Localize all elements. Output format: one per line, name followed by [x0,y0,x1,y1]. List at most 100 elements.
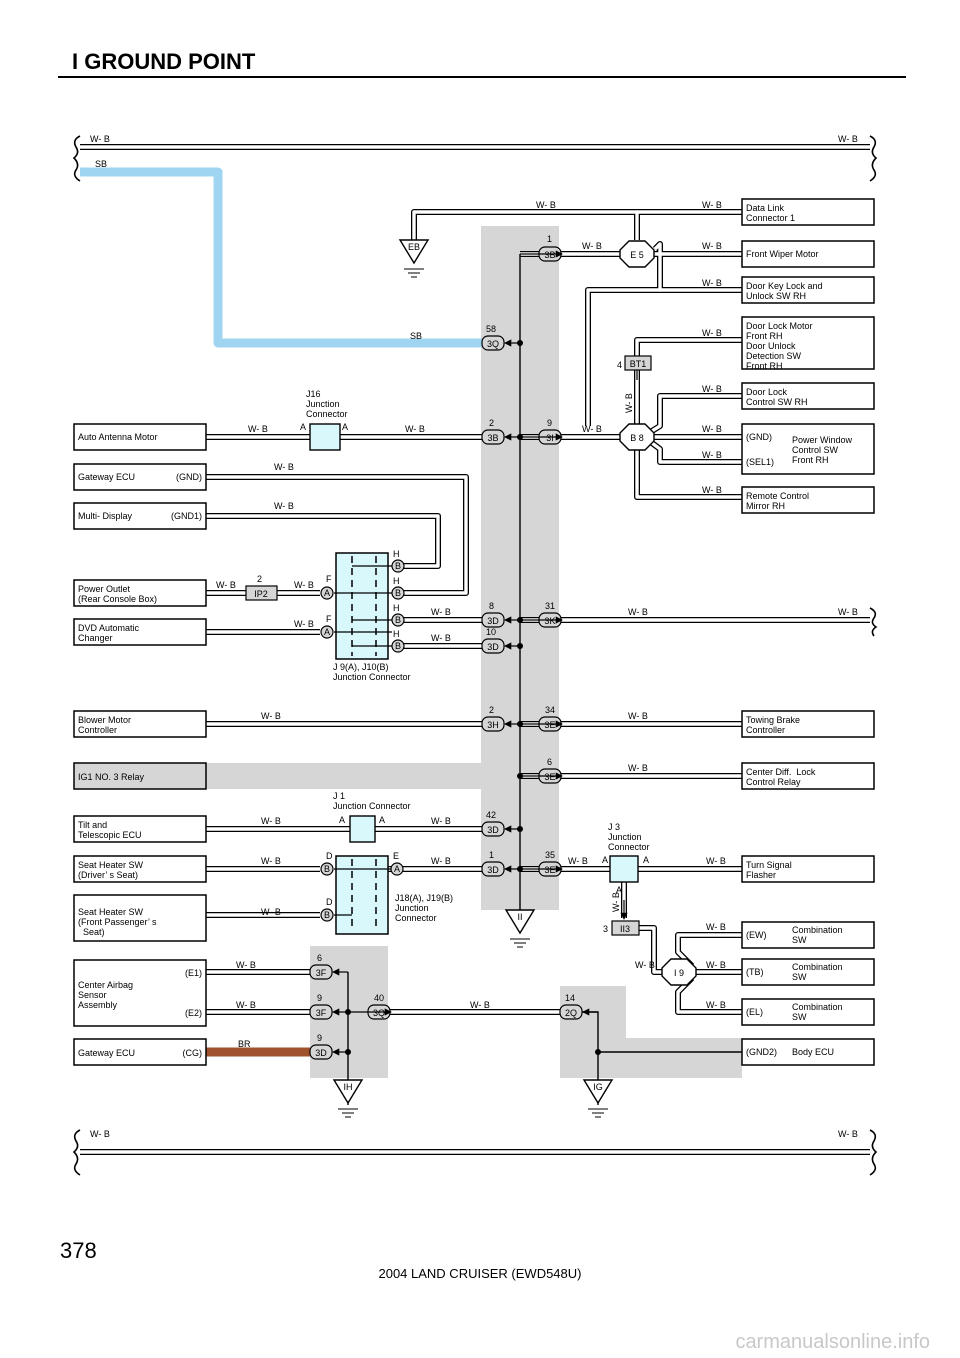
svg-text:W- B: W- B [702,384,722,394]
svg-text:W- B: W- B [611,892,621,912]
conn-3d-10: 3D [487,642,499,652]
svg-text:W- B: W- B [628,763,648,773]
conn-3d-8: 3D [487,616,499,626]
svg-text:IH: IH [344,1082,353,1092]
j18-label-1: J18(A), J19(B) [395,893,453,903]
door-lock-motor-label-3: Door Unlock [746,341,796,351]
svg-text:4: 4 [617,360,622,370]
comb-el-pin: (EL) [746,1007,763,1017]
ground-ig-icon: IG [582,1079,614,1118]
svg-text:A: A [324,588,330,598]
multi-display-label: Multi- Display [78,511,133,521]
svg-text:58: 58 [486,324,496,334]
continuation-braces [72,135,878,1176]
svg-text:W- B: W- B [274,462,294,472]
svg-text:W- B: W- B [838,134,858,144]
svg-text:H: H [393,629,400,639]
svg-text:6: 6 [547,757,552,767]
svg-text:W- B: W- B [702,200,722,210]
j16-label-1: J16 [306,389,321,399]
j9-label-1: J 9(A), J10(B) [333,662,389,672]
airbag-label-1: Center Airbag [78,980,133,990]
svg-text:W- B: W- B [431,633,451,643]
svg-text:W- B: W- B [236,1000,256,1010]
svg-text:SB: SB [410,331,422,341]
svg-text:8: 8 [489,601,494,611]
junction-connector-j18-j19 [334,855,392,935]
door-lock-motor-label-2: Front RH [746,331,783,341]
conn-3h: 3H [487,720,499,730]
center-diff-label-2: Control Relay [746,777,801,787]
blower-label-2: Controller [78,725,117,735]
svg-text:B: B [324,864,330,874]
conn-3k: 3K [544,616,555,626]
conn-3f-6: 3F [316,968,327,978]
gateway-ecu-label: Gateway ECU [78,472,135,482]
comb-el-label-1: Combination [792,1002,843,1012]
conn-3d-9: 3D [315,1048,327,1058]
svg-text:W- B: W- B [568,856,588,866]
svg-text:2: 2 [489,705,494,715]
svg-text:1: 1 [547,234,552,244]
svg-text:D: D [326,897,333,907]
svg-text:D: D [326,851,333,861]
remote-mirror-label-1: Remote Control [746,491,809,501]
turn-signal-label-2: Flasher [746,870,776,880]
power-window-label-2: Control SW [792,445,839,455]
door-lock-motor-label-4: Detection SW [746,351,802,361]
svg-text:W- B: W- B [261,816,281,826]
svg-text:E 5: E 5 [630,250,644,260]
svg-text:14: 14 [565,993,575,1003]
svg-text:W- B: W- B [470,1000,490,1010]
comb-el-label-2: SW [792,1012,807,1022]
wires [80,144,870,1155]
svg-text:W- B: W- B [261,711,281,721]
conn-bt1: BT1 [630,359,647,369]
circle-pins: B B B B A A B B A [320,559,405,922]
door-key-label-2: Unlock SW RH [746,291,806,301]
dvd-label-1: DVD Automatic [78,623,140,633]
svg-text:SB: SB [95,159,107,169]
svg-text:9: 9 [317,1033,322,1043]
svg-text:W- B: W- B [405,424,425,434]
svg-text:W- B: W- B [702,424,722,434]
tilt-label-2: Telescopic ECU [78,830,142,840]
comb-tb-pin: (TB) [746,967,764,977]
conn-3d-1: 3D [487,865,499,875]
gateway-ecu-pin: (GND) [176,472,202,482]
svg-text:W- B: W- B [536,200,556,210]
svg-text:40: 40 [374,993,384,1003]
svg-text:W- B: W- B [431,816,451,826]
svg-text:W- B: W- B [838,607,858,617]
svg-text:A: A [300,422,306,432]
seat-driver-label-2: (Driver’ s Seat) [78,870,138,880]
svg-text:A: A [643,855,649,865]
svg-text:W- B: W- B [261,907,281,917]
svg-text:W- B: W- B [628,607,648,617]
conn-3b-top: 3B [544,250,555,260]
svg-text:A: A [616,885,622,895]
ground-eb-icon: EB [398,239,430,278]
seat-driver-label-1: Seat Heater SW [78,860,144,870]
svg-text:W- B: W- B [236,960,256,970]
conn-3e-6: 3E [544,772,555,782]
svg-text:42: 42 [486,810,496,820]
svg-text:10: 10 [486,627,496,637]
power-window-sel1-pin: (SEL1) [746,457,774,467]
towing-label-1: Towing Brake [746,715,800,725]
svg-text:6: 6 [317,953,322,963]
ground-ii-icon: II [504,909,536,948]
svg-text:W- B: W- B [431,856,451,866]
splice-e5: E 5 [619,240,655,268]
svg-text:W- B: W- B [274,501,294,511]
center-diff-label-1: Center Diff. Lock [746,767,816,777]
svg-text:EB: EB [408,242,420,252]
shade-ig1-relay [206,763,559,789]
inline-connectors: IP2 BT1 II3 [245,355,652,936]
svg-text:35: 35 [545,850,555,860]
splice-b8: B 8 [619,423,655,451]
svg-text:W- B: W- B [702,328,722,338]
tilt-label-1: Tilt and [78,820,107,830]
svg-text:W- B: W- B [706,856,726,866]
svg-text:B: B [395,561,401,571]
